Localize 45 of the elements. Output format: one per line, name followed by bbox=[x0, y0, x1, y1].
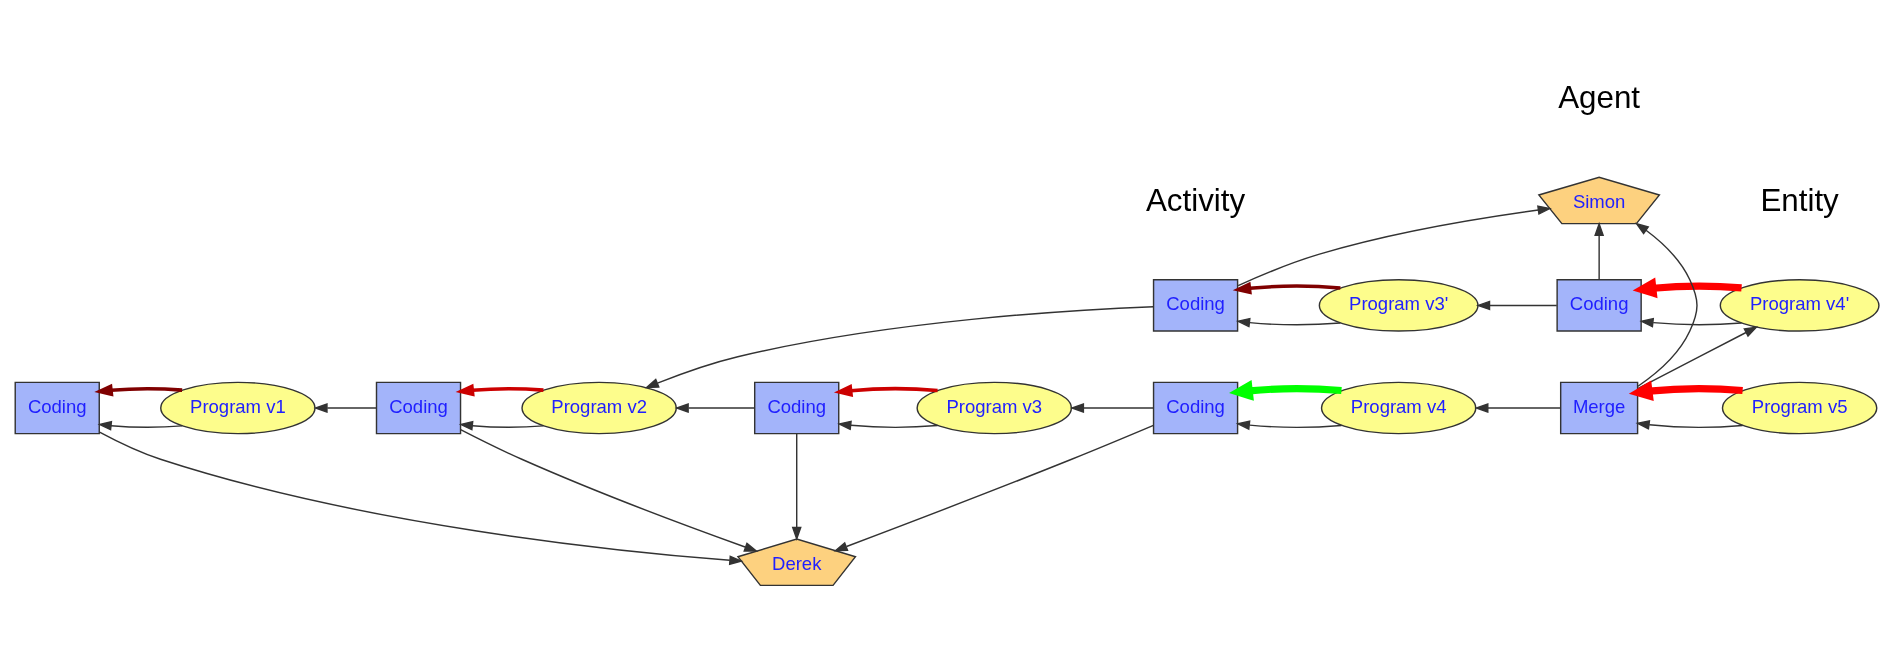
arrow bbox=[1236, 204, 1552, 286]
arrow bbox=[644, 305, 1154, 388]
arrow bbox=[1634, 221, 1698, 387]
arrow bbox=[98, 430, 743, 565]
arrow bbox=[1069, 402, 1154, 413]
arrow bbox=[93, 383, 182, 397]
label: Activity bbox=[1145, 182, 1245, 218]
node-box: Coding bbox=[753, 381, 839, 434]
arrow bbox=[1635, 419, 1743, 430]
node-box: Coding bbox=[1152, 278, 1238, 332]
arrow bbox=[1628, 379, 1743, 401]
node-ellipse: Program v3' bbox=[1318, 278, 1479, 332]
node-ellipse: Program v2 bbox=[520, 381, 677, 434]
node-box: Coding bbox=[375, 381, 461, 434]
arrow bbox=[312, 402, 377, 413]
arrow bbox=[455, 383, 544, 397]
arrow bbox=[1473, 402, 1561, 413]
arrow bbox=[1235, 317, 1341, 328]
arrow bbox=[836, 419, 938, 430]
arrow bbox=[1638, 317, 1742, 328]
arrow bbox=[1632, 277, 1742, 298]
arrow bbox=[1636, 325, 1758, 389]
arrow bbox=[1593, 221, 1604, 280]
node-ellipse: Program v4' bbox=[1719, 278, 1880, 332]
label: Agent bbox=[1557, 79, 1640, 115]
node-box: Coding bbox=[1555, 278, 1642, 332]
arrow bbox=[1228, 379, 1342, 401]
arrow bbox=[833, 383, 938, 397]
node-ellipse: Program v4 bbox=[1320, 381, 1476, 434]
node-box: Coding bbox=[1152, 381, 1238, 434]
arrow bbox=[458, 420, 544, 431]
arrow bbox=[1475, 299, 1557, 310]
arrow bbox=[1232, 281, 1341, 295]
arrow bbox=[97, 420, 183, 431]
node-box: Merge bbox=[1559, 381, 1638, 434]
arrow bbox=[674, 402, 755, 413]
label: Entity bbox=[1759, 182, 1839, 218]
arrow bbox=[459, 428, 758, 552]
node-ellipse: Program v5 bbox=[1721, 381, 1877, 434]
arrow bbox=[1235, 419, 1342, 430]
node-ellipse: Program v1 bbox=[159, 381, 316, 434]
arrow bbox=[791, 432, 802, 541]
node-ellipse: Program v3 bbox=[915, 381, 1072, 434]
node-box: Coding bbox=[14, 381, 100, 434]
arrow bbox=[832, 424, 1154, 551]
